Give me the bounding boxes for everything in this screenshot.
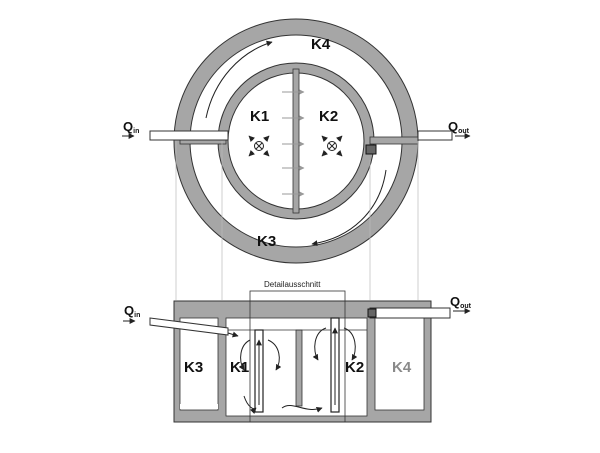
- transfer-fitting: [365, 144, 377, 155]
- top-label-k2: K2: [319, 108, 338, 125]
- section-qin-label: Qin: [124, 303, 140, 319]
- top-qout-label: Qout: [448, 119, 470, 135]
- top-label-k4: K4: [311, 36, 331, 53]
- inflow-pipe-section: [149, 317, 229, 336]
- ring-flow-arrow-upper: [205, 40, 273, 119]
- aerator-icon-k2: [321, 135, 343, 157]
- section-label-k4: K4: [392, 359, 412, 376]
- detail-label: Detailausschnitt: [264, 280, 321, 289]
- right-radial-wall: [369, 136, 419, 145]
- section-view: Detailausschnitt K3 K1 K2 K4 Qin Qout: [123, 280, 472, 423]
- top-qin-label: Qin: [123, 119, 139, 135]
- outflow-pipe-top: [417, 130, 453, 141]
- outflow-fitting-section: [367, 308, 377, 318]
- top-label-k1: K1: [250, 108, 269, 125]
- section-flow-arrows: [227, 327, 358, 414]
- ring-flow-arrow-lower: [311, 169, 387, 247]
- section-label-k2: K2: [345, 359, 364, 376]
- top-label-k3: K3: [257, 233, 276, 250]
- section-label-k1: K1: [230, 359, 249, 376]
- top-view: K1 K2 K3 K4 Qin Qout: [122, 18, 471, 264]
- section-label-k3: K3: [184, 359, 203, 376]
- divider-flow-arrows: [282, 89, 305, 197]
- outflow-pipe-section: [369, 307, 451, 319]
- center-divider-wall: [292, 68, 300, 214]
- section-qout-label: Qout: [450, 294, 472, 310]
- aerator-icon-k1: [248, 135, 270, 157]
- detail-frame: [249, 290, 346, 423]
- k3-bottom-slot: [180, 404, 218, 409]
- inflow-pipe-top: [149, 130, 229, 141]
- cavity-k4: [374, 317, 425, 411]
- projection-lines: [175, 141, 419, 300]
- section-center-divider: [295, 329, 303, 407]
